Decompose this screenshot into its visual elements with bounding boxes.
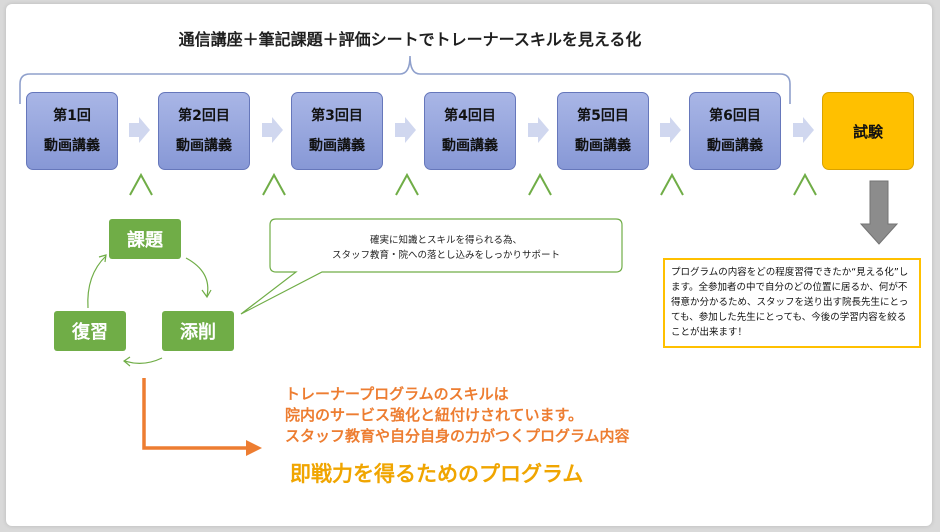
cycle-assignment-box: 課題 bbox=[109, 219, 181, 259]
arrow-right-icon bbox=[246, 440, 262, 456]
lesson-number: 第1回 bbox=[53, 108, 91, 124]
arrow-down-icon bbox=[859, 180, 899, 245]
lesson-subject: 動画講義 bbox=[442, 138, 498, 154]
lesson-subject: 動画講義 bbox=[176, 138, 232, 154]
lesson-number: 第2回目 bbox=[178, 108, 230, 124]
caret-up-icon bbox=[262, 172, 286, 196]
cycle-review-box: 復習 bbox=[54, 311, 126, 351]
speech-bubble-text: 確実に知識とスキルを得られる為、 スタッフ教育・院への落とし込みをしっかりサポー… bbox=[272, 233, 620, 263]
arrow-right-icon bbox=[262, 117, 283, 143]
caret-up-icon bbox=[793, 172, 817, 196]
lesson-card-1: 第1回 動画講義 bbox=[26, 92, 118, 170]
arrow-right-icon bbox=[528, 117, 549, 143]
arrow-right-icon bbox=[129, 117, 150, 143]
arrow-right-icon bbox=[660, 117, 681, 143]
bubble-line-2: スタッフ教育・院への落とし込みをしっかりサポート bbox=[331, 250, 560, 261]
cycle-correction-box: 添削 bbox=[162, 311, 234, 351]
lesson-subject: 動画講義 bbox=[44, 138, 100, 154]
lesson-card-5: 第5回目 動画講義 bbox=[557, 92, 649, 170]
result-text: トレーナープログラムのスキルは 院内のサービス強化と紐付けされています。 スタッ… bbox=[285, 384, 630, 447]
page-title: 通信講座＋筆記課題＋評価シートでトレーナースキルを見える化 bbox=[178, 30, 642, 49]
caret-up-icon bbox=[129, 172, 153, 196]
caret-up-icon bbox=[395, 172, 419, 196]
lesson-subject: 動画講義 bbox=[707, 138, 763, 154]
lesson-card-6: 第6回目 動画講義 bbox=[689, 92, 781, 170]
top-brace bbox=[19, 55, 791, 104]
lesson-card-2: 第2回目 動画講義 bbox=[158, 92, 250, 170]
result-line-3: スタッフ教育や自分自身の力がつくプログラム内容 bbox=[285, 427, 630, 445]
lesson-number: 第4回目 bbox=[444, 108, 496, 124]
arrow-right-icon bbox=[395, 117, 416, 143]
caret-up-icon bbox=[660, 172, 684, 196]
arrow-right-icon bbox=[793, 117, 814, 143]
lesson-card-4: 第4回目 動画講義 bbox=[424, 92, 516, 170]
lesson-subject: 動画講義 bbox=[575, 138, 631, 154]
caret-up-icon bbox=[528, 172, 552, 196]
lesson-subject: 動画講義 bbox=[309, 138, 365, 154]
speech-bubble bbox=[240, 218, 623, 315]
result-line-1: トレーナープログラムのスキルは bbox=[285, 385, 509, 403]
visualization-note: プログラムの内容をどの程度習得できたか“見える化”します。全参加者の中で自分のど… bbox=[663, 258, 921, 348]
lesson-number: 第6回目 bbox=[709, 108, 761, 124]
lesson-number: 第3回目 bbox=[311, 108, 363, 124]
program-headline: 即戦力を得るためのプログラム bbox=[290, 462, 584, 486]
bubble-line-1: 確実に知識とスキルを得られる為、 bbox=[369, 235, 522, 246]
lesson-number: 第5回目 bbox=[577, 108, 629, 124]
result-line-2: 院内のサービス強化と紐付けされています。 bbox=[285, 406, 584, 424]
exam-card: 試験 bbox=[822, 92, 914, 170]
lesson-card-3: 第3回目 動画講義 bbox=[291, 92, 383, 170]
